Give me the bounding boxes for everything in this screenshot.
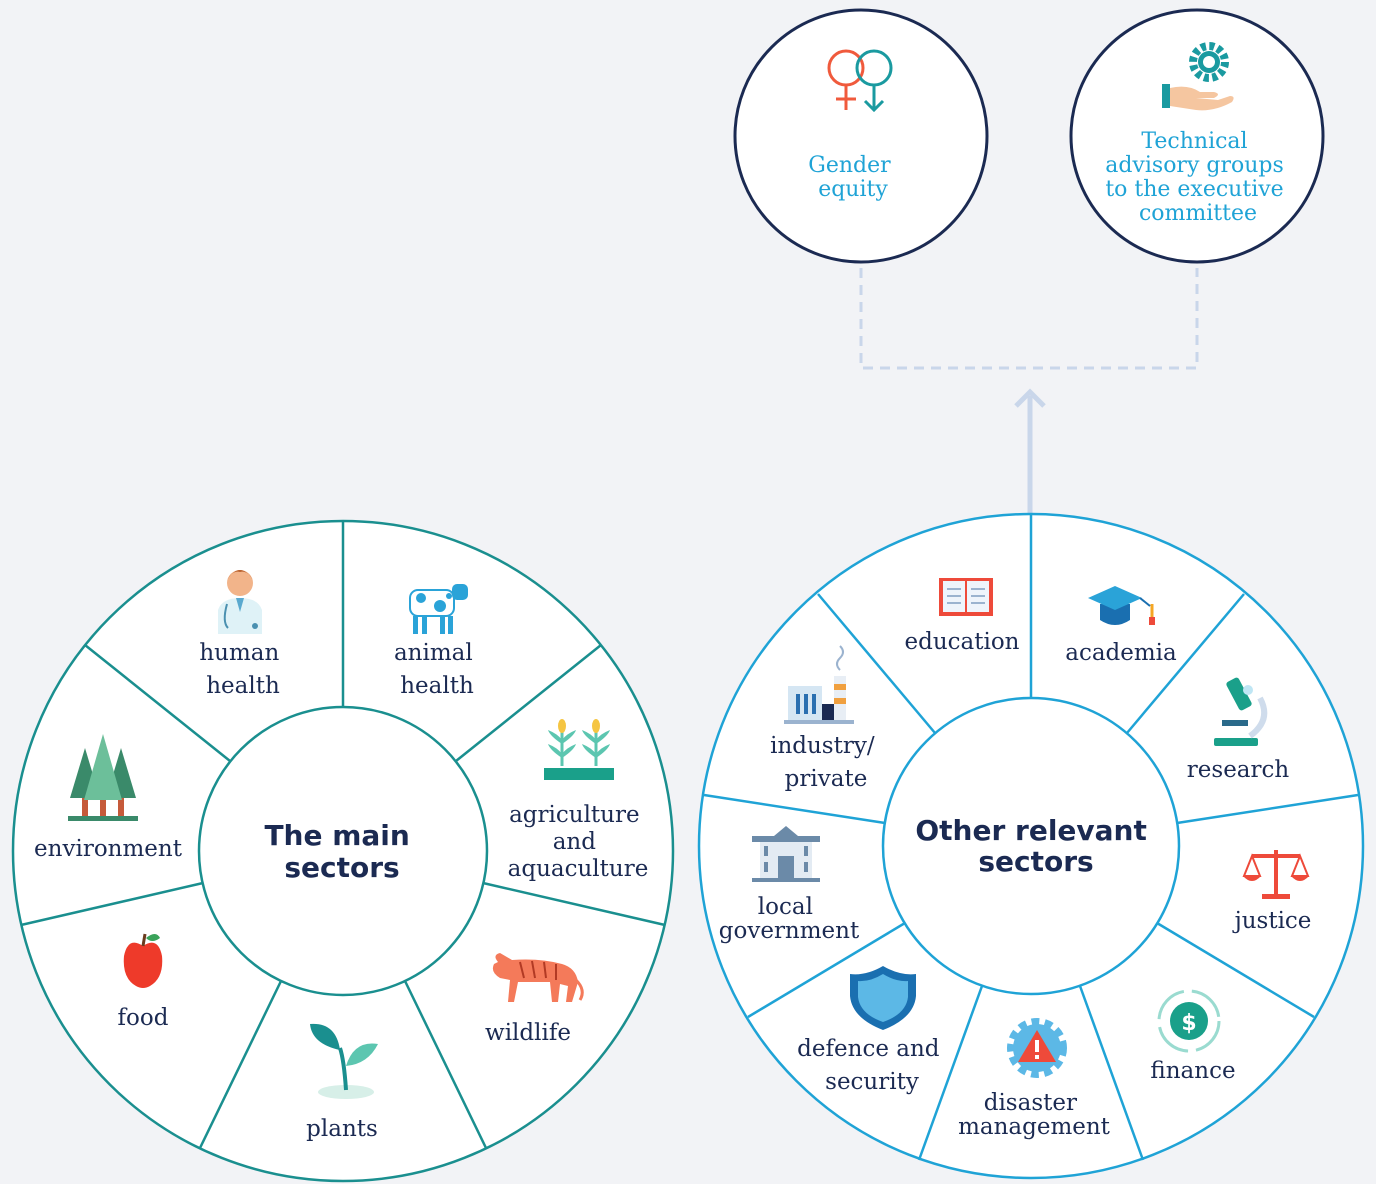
tiger-icon xyxy=(492,953,584,1002)
segment-label: agriculture and aquaculture xyxy=(508,802,649,882)
label-line: justice xyxy=(1232,908,1312,934)
label-line: animal xyxy=(394,640,473,666)
segment-label: local government xyxy=(719,894,860,944)
factory-icon xyxy=(784,645,854,724)
label-line: government xyxy=(719,918,860,944)
label-line: local xyxy=(758,894,813,920)
crops-icon xyxy=(544,719,614,780)
segment-plants: plants xyxy=(306,1023,378,1142)
segment-wildlife: wildlife xyxy=(485,953,584,1046)
label-line: environment xyxy=(34,836,183,862)
label-line: finance xyxy=(1150,1058,1235,1084)
segment-food: food xyxy=(118,933,169,1031)
segment-agriculture: agriculture and aquaculture xyxy=(508,719,649,882)
segment-local-government: local government xyxy=(719,826,860,944)
dollar-cycle-icon: $ xyxy=(1157,989,1221,1053)
gender-equity-label: Gender equity xyxy=(808,153,897,202)
segment-label: industry/ private xyxy=(770,733,882,792)
hand-gear-icon xyxy=(1162,42,1234,111)
segment-human-health: human health xyxy=(199,570,286,699)
segment-label: environment xyxy=(34,836,183,862)
label-line: management xyxy=(958,1114,1111,1140)
main-center-label: The main sectors xyxy=(264,819,419,884)
segment-label: food xyxy=(118,1005,169,1031)
main-center-line-1: The main xyxy=(264,819,409,852)
forest-icon xyxy=(68,734,138,821)
other-sectors-wheel: Other relevant sectors education xyxy=(697,512,1365,1180)
label-line: research xyxy=(1187,757,1290,783)
segment-academia: academia xyxy=(1065,586,1177,666)
main-wheel-dividers xyxy=(20,521,666,1149)
segment-education: education xyxy=(905,578,1020,655)
cow-icon xyxy=(409,584,468,634)
label-line: private xyxy=(785,766,868,792)
segment-finance: $ finance xyxy=(1150,989,1236,1084)
segment-label: finance xyxy=(1150,1058,1235,1084)
technical-advisory-line-1: Technical xyxy=(1141,129,1247,154)
graduation-cap-icon xyxy=(1088,586,1155,625)
label-line: education xyxy=(905,629,1020,655)
other-center-line-2: sectors xyxy=(978,845,1093,878)
segment-industry-private: industry/ private xyxy=(770,645,882,792)
segment-justice: justice xyxy=(1232,850,1312,934)
segment-label: justice xyxy=(1232,908,1312,934)
gender-equity-line-2: equity xyxy=(818,177,888,202)
label-line: academia xyxy=(1065,640,1177,666)
connector xyxy=(859,268,1199,514)
segment-label: wildlife xyxy=(485,1020,571,1046)
segment-label: academia xyxy=(1065,640,1177,666)
main-sectors-wheel: The main sectors human health xyxy=(11,519,675,1183)
label-line: disaster xyxy=(984,1090,1077,1116)
label-line: food xyxy=(118,1005,169,1031)
segment-label: education xyxy=(905,629,1020,655)
microscope-icon xyxy=(1214,677,1268,746)
technical-advisory-line-2: advisory groups xyxy=(1105,153,1284,178)
warning-gear-icon xyxy=(1007,1018,1067,1078)
label-line: defence and xyxy=(797,1036,940,1062)
gender-symbols-icon xyxy=(827,49,893,113)
top-circle-technical-advisory: Technical advisory groups to the executi… xyxy=(1069,8,1325,264)
technical-advisory-line-3: to the executive xyxy=(1105,177,1283,202)
segment-label: defence and security xyxy=(797,1036,947,1095)
label-line: human xyxy=(199,640,279,666)
segment-environment: environment xyxy=(34,734,183,862)
label-line: industry/ xyxy=(770,733,875,759)
segment-label: plants xyxy=(306,1116,378,1142)
label-line: health xyxy=(400,673,474,699)
segment-label: animal health xyxy=(394,640,480,699)
book-icon xyxy=(939,578,993,616)
segment-animal-health: animal health xyxy=(394,584,480,699)
segment-label: research xyxy=(1187,757,1290,783)
government-building-icon xyxy=(752,826,820,882)
segment-label: human health xyxy=(199,640,286,699)
gender-equity-line-1: Gender xyxy=(808,153,891,178)
svg-text:$: $ xyxy=(1181,1011,1196,1036)
main-center-line-2: sectors xyxy=(284,851,399,884)
label-line: aquaculture xyxy=(508,856,649,882)
label-line: wildlife xyxy=(485,1020,571,1046)
segment-research: research xyxy=(1187,677,1290,783)
segment-label: disaster management xyxy=(958,1090,1111,1140)
other-wheel-dividers xyxy=(703,514,1359,1161)
technical-advisory-label: Technical advisory groups to the executi… xyxy=(1105,129,1291,226)
technical-advisory-line-4: committee xyxy=(1139,201,1257,226)
scales-icon xyxy=(1242,850,1310,899)
label-line: health xyxy=(206,673,280,699)
segment-defence-security: defence and security xyxy=(797,966,947,1095)
top-circle-gender-equity: Gender equity xyxy=(733,8,989,264)
label-line: plants xyxy=(306,1116,378,1142)
segment-disaster-management: disaster management xyxy=(958,1018,1111,1140)
doctor-icon xyxy=(218,570,262,634)
label-line: and xyxy=(553,829,597,855)
label-line: agriculture xyxy=(509,802,640,828)
other-center-line-1: Other relevant xyxy=(915,814,1147,847)
shield-icon xyxy=(850,966,916,1030)
label-line: security xyxy=(825,1069,919,1095)
apple-icon xyxy=(123,933,163,988)
other-center-label: Other relevant sectors xyxy=(915,814,1156,878)
sprout-icon xyxy=(310,1023,378,1099)
